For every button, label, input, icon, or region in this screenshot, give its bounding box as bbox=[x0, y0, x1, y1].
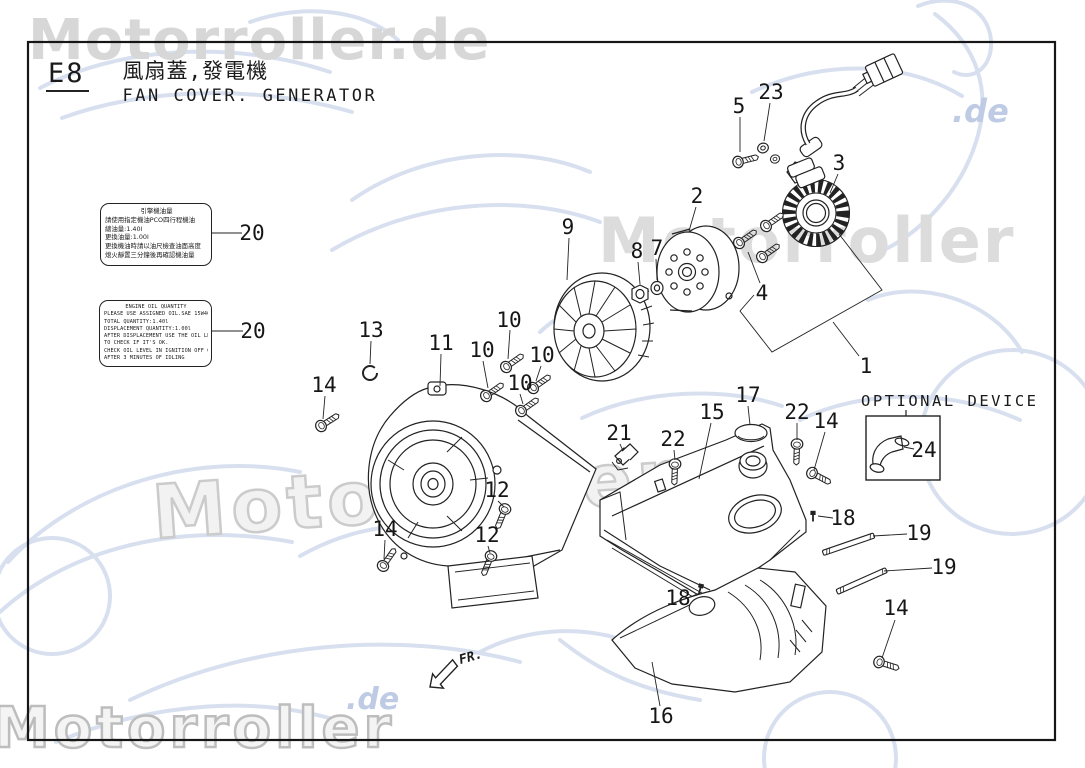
pin-18a bbox=[810, 510, 816, 523]
callout-9: 9 bbox=[561, 215, 575, 239]
fr-arrow-icon bbox=[429, 658, 459, 690]
frame-border bbox=[26, 40, 1057, 742]
callout-20: 20 bbox=[240, 319, 266, 343]
sticker-text-line: CHECK OIL LEVEL IN IGNITION OFF CONDITIO… bbox=[104, 347, 208, 354]
optional-device-heading: OPTIONAL DEVICE bbox=[861, 392, 1039, 410]
washer-23b bbox=[768, 153, 782, 165]
callout-13: 13 bbox=[358, 318, 384, 342]
sticker-text-line: AFTER DISPLACEMENT USE THE OIL LEVEL GAU… bbox=[104, 333, 208, 340]
sticker-text-line: 更換機油時請以油尺檢查油面高度 bbox=[105, 242, 201, 251]
stator-part bbox=[781, 53, 904, 248]
rod-19a bbox=[821, 532, 876, 557]
callout-10: 10 bbox=[496, 308, 522, 332]
callout-5: 5 bbox=[732, 94, 746, 118]
callout-12: 12 bbox=[484, 478, 510, 502]
flywheel-part bbox=[656, 225, 740, 313]
callout-20: 20 bbox=[239, 221, 265, 245]
belt-cover-lower-part bbox=[611, 567, 827, 693]
clamp-part bbox=[611, 443, 639, 471]
belt-cover-upper-part bbox=[599, 423, 807, 601]
callout-14: 14 bbox=[372, 517, 398, 541]
section-code: E8 bbox=[46, 58, 89, 92]
cap-part bbox=[734, 423, 768, 443]
callout-18: 18 bbox=[665, 586, 691, 610]
callout-16: 16 bbox=[648, 704, 674, 728]
callout-18: 18 bbox=[830, 506, 856, 530]
sticker-text-line: 引擎機油量 bbox=[140, 207, 173, 215]
callout-10: 10 bbox=[507, 371, 533, 395]
callout-14: 14 bbox=[883, 596, 909, 620]
callout-14: 14 bbox=[311, 373, 337, 397]
page-title-en: FAN COVER. GENERATOR bbox=[122, 86, 378, 106]
connector-part bbox=[862, 53, 904, 87]
callout-8: 8 bbox=[630, 239, 644, 263]
sticker-text-line: TO CHECK IF IT'S OK. bbox=[104, 340, 169, 347]
callout-23: 23 bbox=[758, 80, 784, 104]
sticker-text-line: 熄火靜置三分鐘後再確認機油量 bbox=[105, 250, 195, 259]
callout-12: 12 bbox=[474, 523, 500, 547]
callout-4: 4 bbox=[755, 281, 769, 305]
optional-device-box bbox=[865, 410, 941, 481]
sticker-text-line: AFTER 3 MINUTES OF IDLING bbox=[104, 355, 185, 362]
sticker-text-line: TOTAL QUANTITY:1.40l bbox=[104, 318, 169, 325]
callout-17: 17 bbox=[735, 383, 761, 407]
assembly-outline bbox=[739, 233, 883, 353]
callout-22: 22 bbox=[784, 400, 810, 424]
callout-11: 11 bbox=[428, 331, 454, 355]
parts-group bbox=[312, 53, 941, 693]
sticker-text-line: 請使用指定機油PCO四行程機油 bbox=[105, 215, 196, 224]
callout-7: 7 bbox=[650, 236, 664, 260]
sticker-text-line: DISPLACEMENT QUANTITY:1.00l bbox=[104, 325, 192, 332]
callout-3: 3 bbox=[832, 151, 846, 175]
callout-10: 10 bbox=[529, 343, 555, 367]
callout-10: 10 bbox=[469, 338, 495, 362]
washer-23a bbox=[755, 141, 771, 155]
sticker-text-line: 更換油量:1.00l bbox=[105, 233, 149, 242]
callout-21: 21 bbox=[606, 421, 632, 445]
fan-part bbox=[553, 272, 655, 382]
callout-15: 15 bbox=[699, 400, 725, 424]
callout-14: 14 bbox=[813, 409, 839, 433]
washer-part bbox=[650, 280, 664, 296]
callout-24: 24 bbox=[911, 438, 937, 462]
fan-cover-part bbox=[367, 381, 597, 609]
sticker-text-line: PLEASE USE ASSIGNED OIL.SAE 15W40 bbox=[104, 311, 208, 318]
callout-1: 1 bbox=[859, 354, 873, 378]
callout-22: 22 bbox=[660, 427, 686, 451]
callout-2: 2 bbox=[690, 184, 704, 208]
nut-part bbox=[631, 284, 649, 304]
rod-19b bbox=[835, 567, 888, 595]
leader-lines bbox=[208, 102, 933, 707]
callout-19: 19 bbox=[906, 521, 932, 545]
sticker-text-line: ENGINE OIL QUANTITY bbox=[125, 304, 187, 310]
page-title-zh: 風扇蓋,發電機 bbox=[122, 59, 269, 83]
callout-19: 19 bbox=[931, 555, 957, 579]
o-ring-part bbox=[362, 365, 378, 381]
sticker-text-line: 總油量:1.40l bbox=[105, 224, 143, 233]
title-block: E8 風扇蓋,發電機 FAN COVER. GENERATOR bbox=[46, 58, 377, 108]
